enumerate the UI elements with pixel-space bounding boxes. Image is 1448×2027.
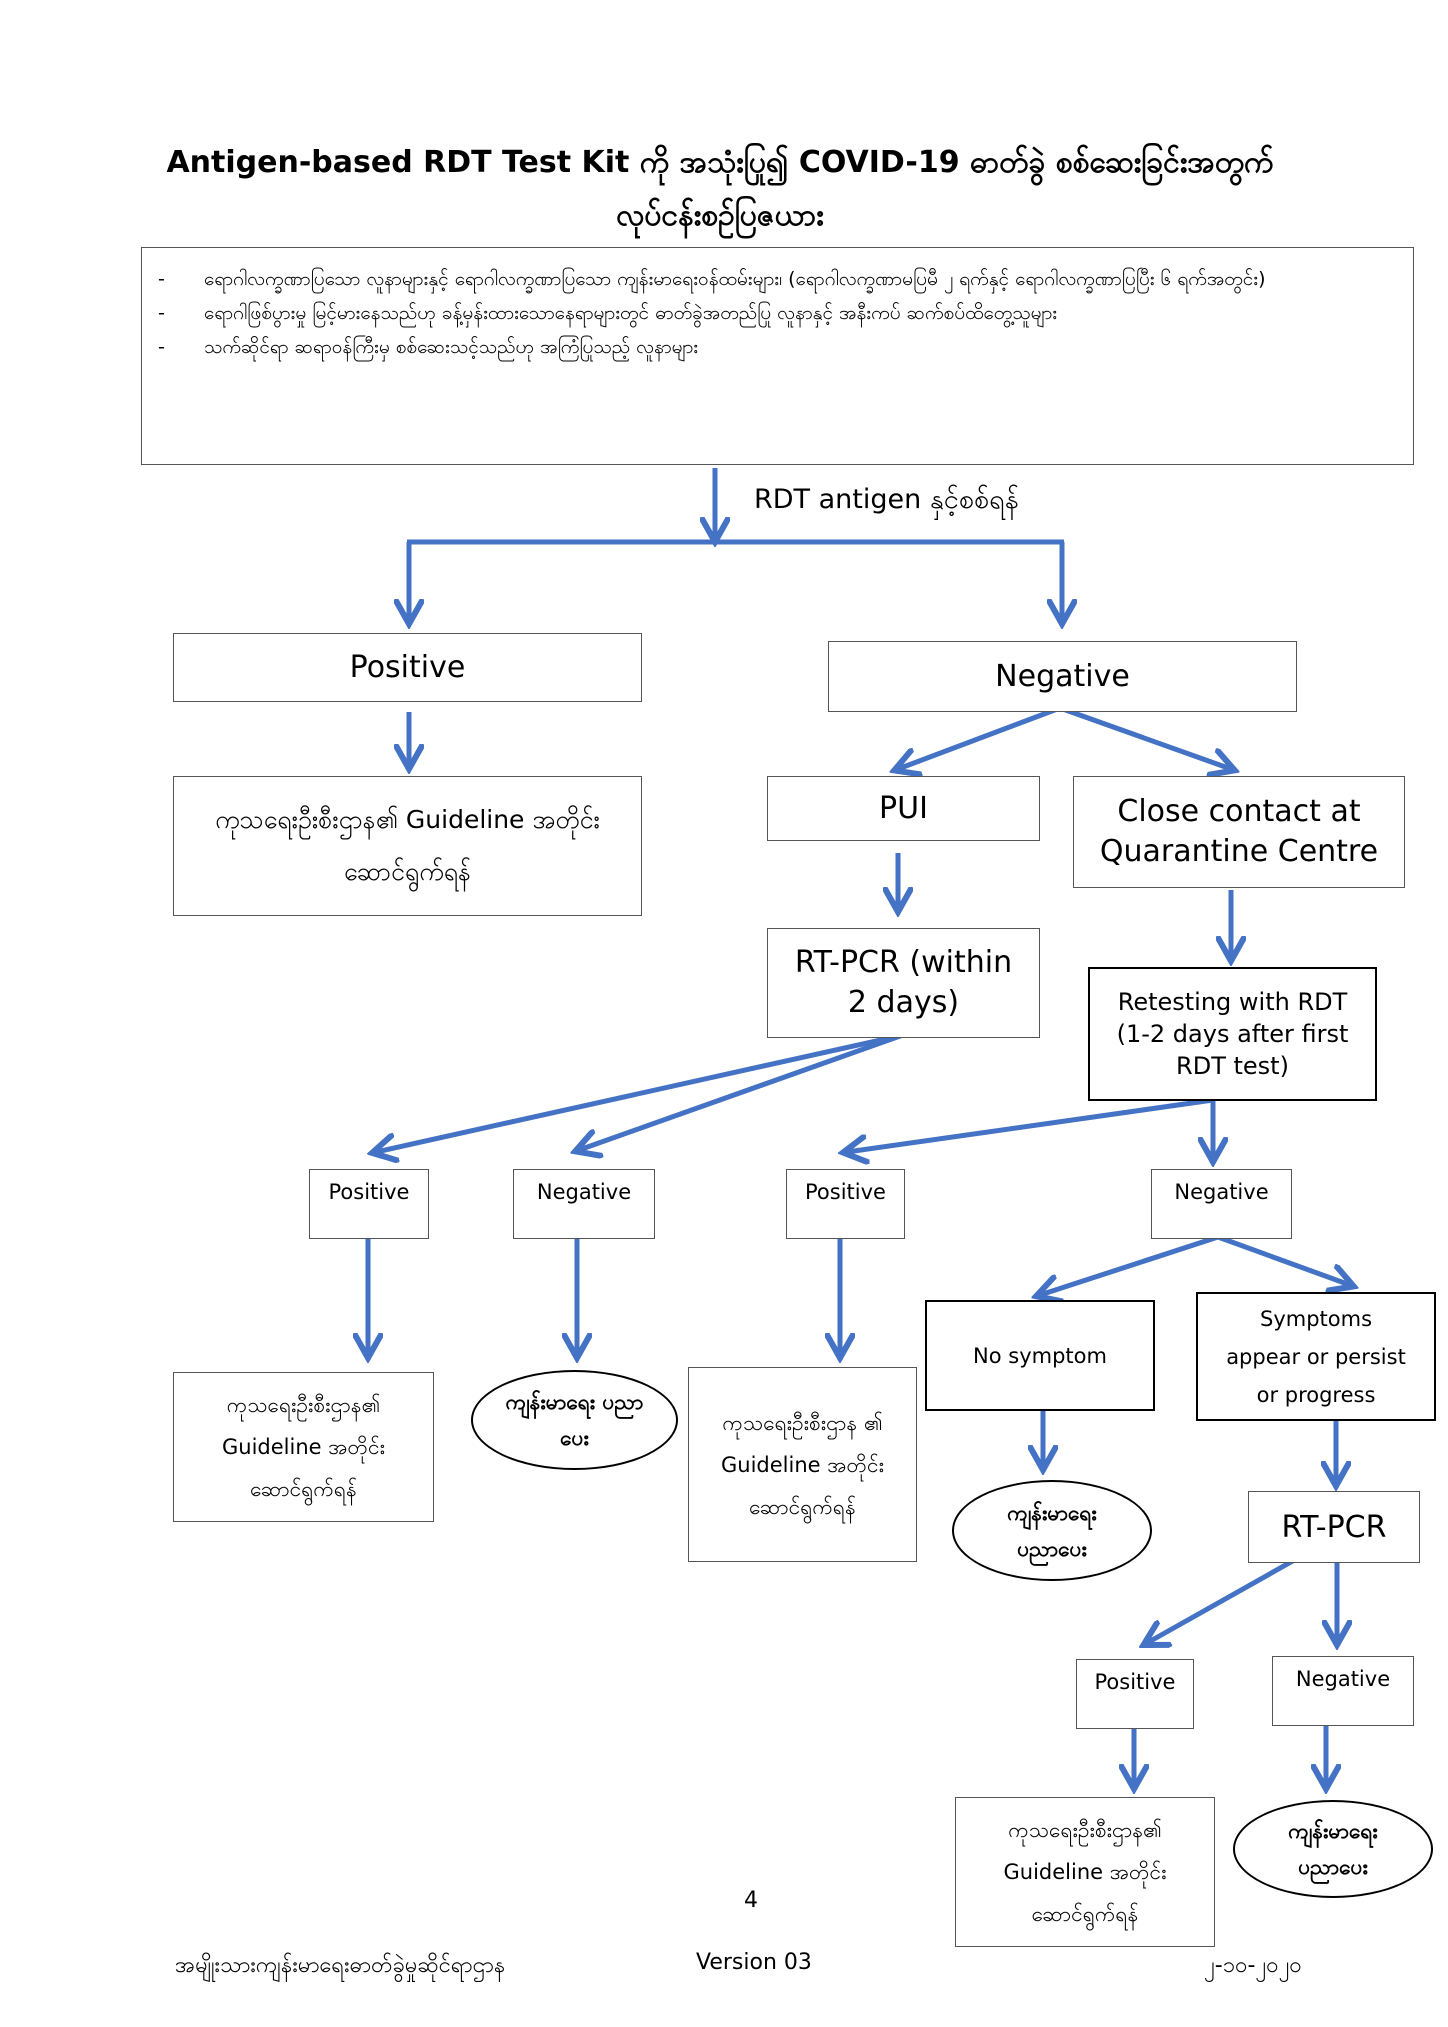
positive-box-c: Positive xyxy=(1076,1659,1194,1729)
negative-box-a: Negative xyxy=(513,1169,655,1239)
arrow-negative-to-pui xyxy=(898,705,1061,769)
criteria-dash: - xyxy=(158,336,165,358)
rdt-test-label: RDT antigen နှင့်စစ်ရန် xyxy=(754,484,1019,515)
rtpcr-box-2: RT-PCR xyxy=(1248,1491,1420,1563)
pui-box: PUI xyxy=(767,776,1040,841)
guideline-box-4: ကုသရေးဦးစီးဌာန၏ Guideline အတိုင်း ဆောင်ရ… xyxy=(955,1797,1215,1947)
criteria-dash: - xyxy=(158,268,165,290)
guideline-box-3: ကုသရေးဦးစီးဌာန ၏ Guideline အတိုင်း ဆောင်… xyxy=(688,1367,917,1562)
title-line-2: လုပ်ငန်းစဉ်ပြဇယား xyxy=(616,198,824,233)
arrow-rtpcr-to-positive xyxy=(376,1032,904,1152)
arrow-negative-to-close-contact xyxy=(1059,705,1231,769)
guideline-box-1: ကုသရေးဦးစီးဌာန၏ Guideline အတိုင်း ဆောင်ရ… xyxy=(173,776,642,916)
arrow-rtpcr-to-negative xyxy=(579,1032,904,1150)
criteria-item: - သက်ဆိုင်ရာ ဆရာဝန်ကြီးမှ စစ်ဆေးသင့်သည်ဟ… xyxy=(158,330,1389,364)
arrow-neg-b-to-symptoms xyxy=(1217,1234,1350,1285)
health-education-oval-2: ကျန်းမာရေး ပညာပေး xyxy=(952,1480,1152,1581)
criteria-text: ရောဂါလက္ခဏာပြသော လူနာများနှင့် ရောဂါလက္ခ… xyxy=(204,268,1266,290)
footer-date: ၂-၁၀-၂၀၂၀ xyxy=(1204,1953,1302,1978)
no-symptom-box: No symptom xyxy=(925,1300,1155,1411)
close-contact-box: Close contact at Quarantine Centre xyxy=(1073,776,1405,888)
negative-box-c: Negative xyxy=(1272,1656,1414,1726)
positive-box-b: Positive xyxy=(786,1169,905,1239)
criteria-box: - ရောဂါလက္ခဏာပြသော လူနာများနှင့် ရောဂါလက… xyxy=(141,247,1414,465)
footer-version: Version 03 xyxy=(696,1950,812,1975)
guideline-box-2: ကုသရေးဦးစီးဌာန၏ Guideline အတိုင်း ဆောင်ရ… xyxy=(173,1372,434,1522)
page-number: 4 xyxy=(744,1888,758,1913)
criteria-item: - ရောဂါလက္ခဏာပြသော လူနာများနှင့် ရောဂါလက… xyxy=(158,262,1389,296)
criteria-text: သက်ဆိုင်ရာ ဆရာဝန်ကြီးမှ စစ်ဆေးသင့်သည်ဟု … xyxy=(204,336,699,358)
rtpcr-box-1: RT-PCR (within 2 days) xyxy=(767,928,1040,1038)
criteria-text: ရောဂါဖြစ်ပွားမှု မြင့်မားနေသည်ဟု ခန့်မှန… xyxy=(204,302,1058,324)
negative-top-box: Negative xyxy=(828,641,1297,712)
footer-organization: အမျိုးသားကျန်းမာရေးဓာတ်ခွဲမှုဆိုင်ရာဌာန xyxy=(175,1953,506,1978)
arrow-neg-b-to-no-symptom xyxy=(1040,1234,1219,1295)
health-education-oval-1: ကျန်းမာရေး ပညာပေး xyxy=(471,1370,678,1470)
criteria-dash: - xyxy=(158,302,165,324)
positive-top-box: Positive xyxy=(173,633,642,702)
arrow-retest-to-positive xyxy=(847,1097,1214,1152)
title-line-1: Antigen-based RDT Test Kit ကို အသုံးပြု၍… xyxy=(166,145,1274,180)
positive-box-a: Positive xyxy=(309,1169,429,1239)
symptoms-box: Symptoms appear or persist or progress xyxy=(1196,1292,1436,1421)
health-education-oval-3: ကျန်းမာရေး ပညာပေး xyxy=(1233,1800,1433,1898)
criteria-item: - ရောဂါဖြစ်ပွားမှု မြင့်မားနေသည်ဟု ခန့်မ… xyxy=(158,296,1389,330)
arrow-rtpcr2-to-positive xyxy=(1147,1555,1300,1643)
retest-rdt-box: Retesting with RDT (1-2 days after first… xyxy=(1088,967,1377,1101)
negative-box-b: Negative xyxy=(1151,1169,1292,1239)
